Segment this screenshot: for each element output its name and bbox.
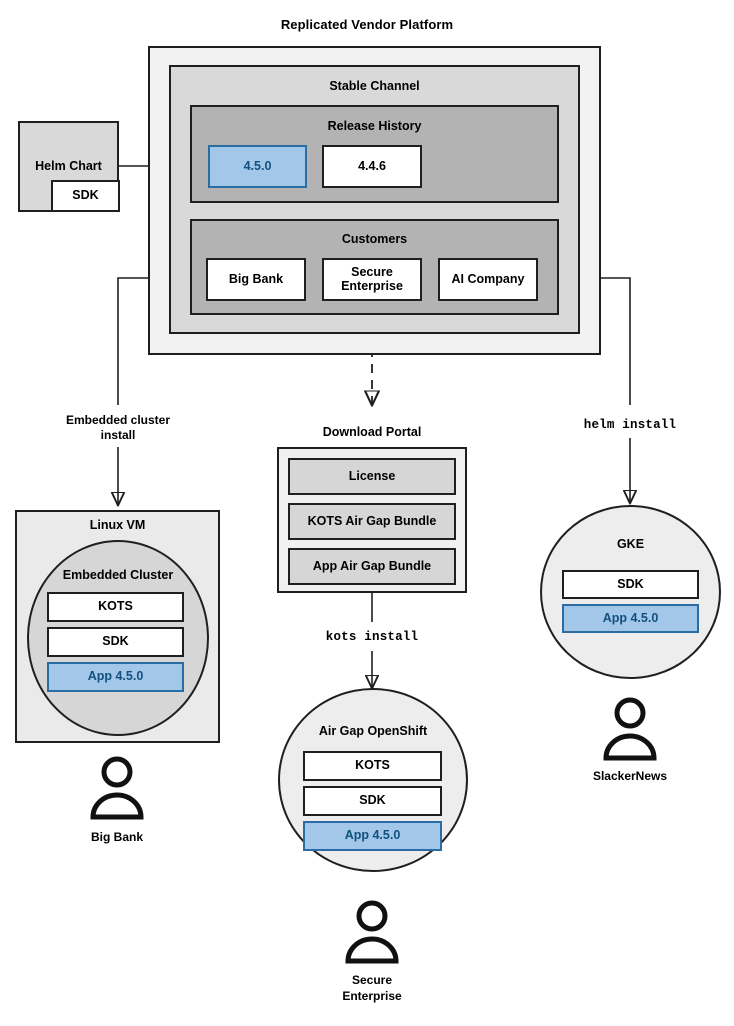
actor-slackernews-icon xyxy=(603,697,657,761)
linuxvm-component-app[interactable]: App 4.5.0 xyxy=(47,662,184,692)
page-title: Replicated Vendor Platform xyxy=(280,17,454,32)
edge-label-kots-install: kots install xyxy=(325,630,419,644)
stable-channel-label: Stable Channel xyxy=(329,79,420,93)
actor-label-slackernews: SlackerNews xyxy=(592,769,668,783)
air-gap-openshift-label: Air Gap OpenShift xyxy=(318,724,428,738)
linuxvm-component-sdk[interactable]: SDK xyxy=(47,627,184,657)
portal-artifact-app-air-gap-bundle[interactable]: App Air Gap Bundle xyxy=(288,548,456,585)
customer-chip-big-bank[interactable]: Big Bank xyxy=(206,258,306,301)
openshift-component-kots[interactable]: KOTS xyxy=(303,751,442,781)
openshift-component-sdk[interactable]: SDK xyxy=(303,786,442,816)
customer-chip-ai-company[interactable]: AI Company xyxy=(438,258,538,301)
portal-artifact-license[interactable]: License xyxy=(288,458,456,495)
gke-component-app[interactable]: App 4.5.0 xyxy=(562,604,699,633)
gke-component-sdk[interactable]: SDK xyxy=(562,570,699,599)
linuxvm-component-kots[interactable]: KOTS xyxy=(47,592,184,622)
openshift-component-app[interactable]: App 4.5.0 xyxy=(303,821,442,851)
helm-chart-label: Helm Chart xyxy=(35,159,102,173)
customers-label: Customers xyxy=(341,232,408,246)
actor-label-secure-enterprise: Secure Enterprise xyxy=(342,973,402,1003)
gke-label: GKE xyxy=(616,537,645,551)
release-chip-4-4-6[interactable]: 4.4.6 xyxy=(322,145,422,188)
embedded-cluster-label: Embedded Cluster xyxy=(62,568,174,582)
actor-bigbank-icon xyxy=(90,756,144,820)
release-history-label: Release History xyxy=(327,119,422,133)
portal-artifact-kots-air-gap-bundle[interactable]: KOTS Air Gap Bundle xyxy=(288,503,456,540)
linux-vm-label: Linux VM xyxy=(89,518,146,532)
actor-secureenterprise-icon xyxy=(345,900,399,964)
release-chip-4-5-0[interactable]: 4.5.0 xyxy=(208,145,307,188)
actor-label-big-bank: Big Bank xyxy=(90,830,143,844)
download-portal-label: Download Portal xyxy=(322,425,422,439)
edge-label-helm-install: helm install xyxy=(583,418,677,432)
helm-chart-sdk-chip[interactable]: SDK xyxy=(51,180,120,212)
customer-chip-secure-enterprise[interactable]: Secure Enterprise xyxy=(322,258,422,301)
edge-label-embedded-cluster-install: Embedded cluster install xyxy=(65,413,171,442)
